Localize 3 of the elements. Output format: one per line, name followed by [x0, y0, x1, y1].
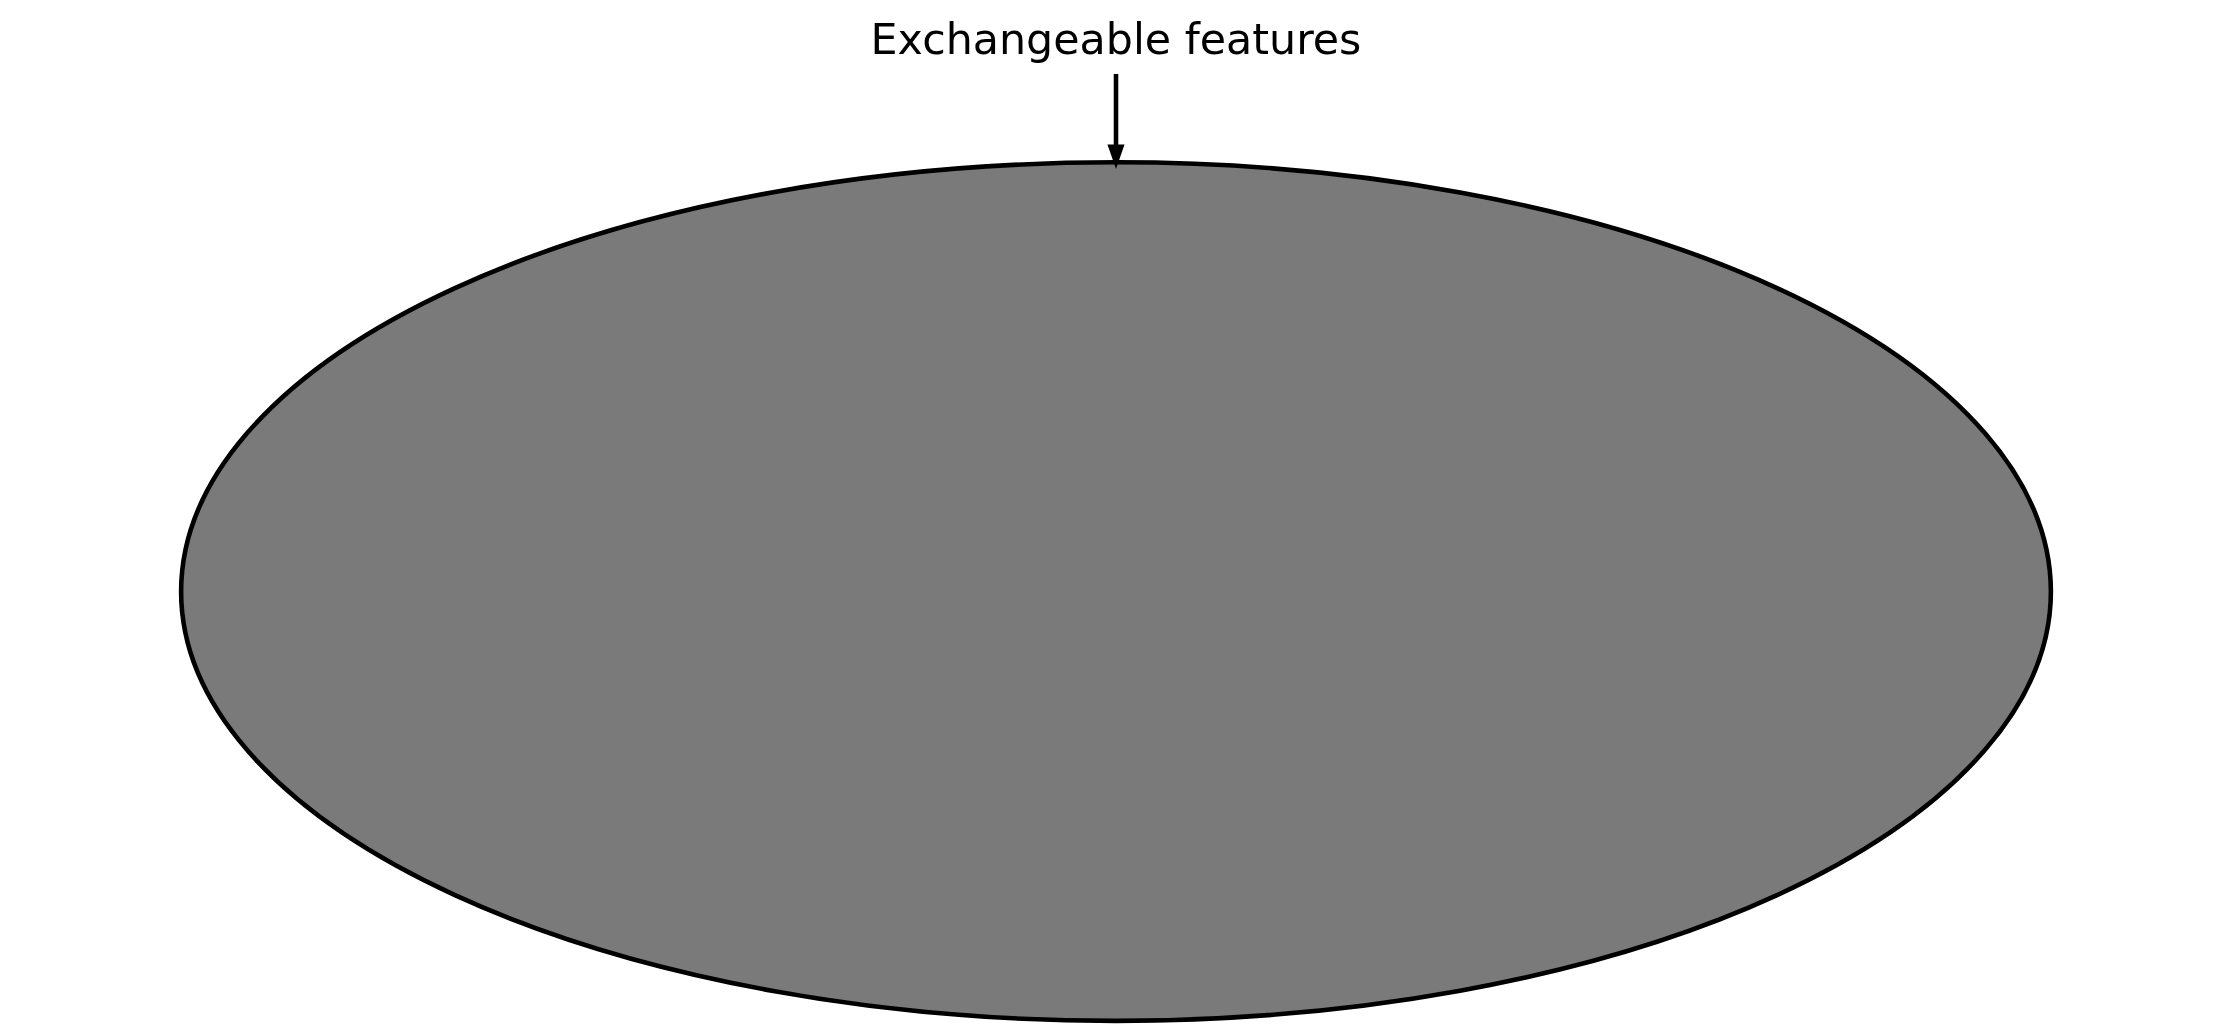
node-text: Exchangeable features: [870, 14, 1361, 65]
arrow: [1106, 74, 1125, 169]
node-ellipse: [178, 160, 2053, 1024]
